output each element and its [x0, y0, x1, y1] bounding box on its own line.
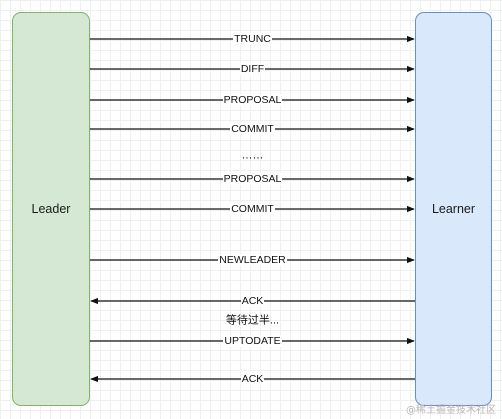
leader-label: Leader [31, 202, 71, 216]
learner-label: Learner [431, 202, 476, 216]
ellipsis-note: …… [241, 149, 264, 162]
wait-majority-note: 等待过半... [225, 314, 280, 327]
learner-lifeline: Learner [415, 12, 492, 406]
watermark: @稀土掘金技术社区 [406, 405, 496, 416]
leader-lifeline: Leader [12, 12, 90, 406]
